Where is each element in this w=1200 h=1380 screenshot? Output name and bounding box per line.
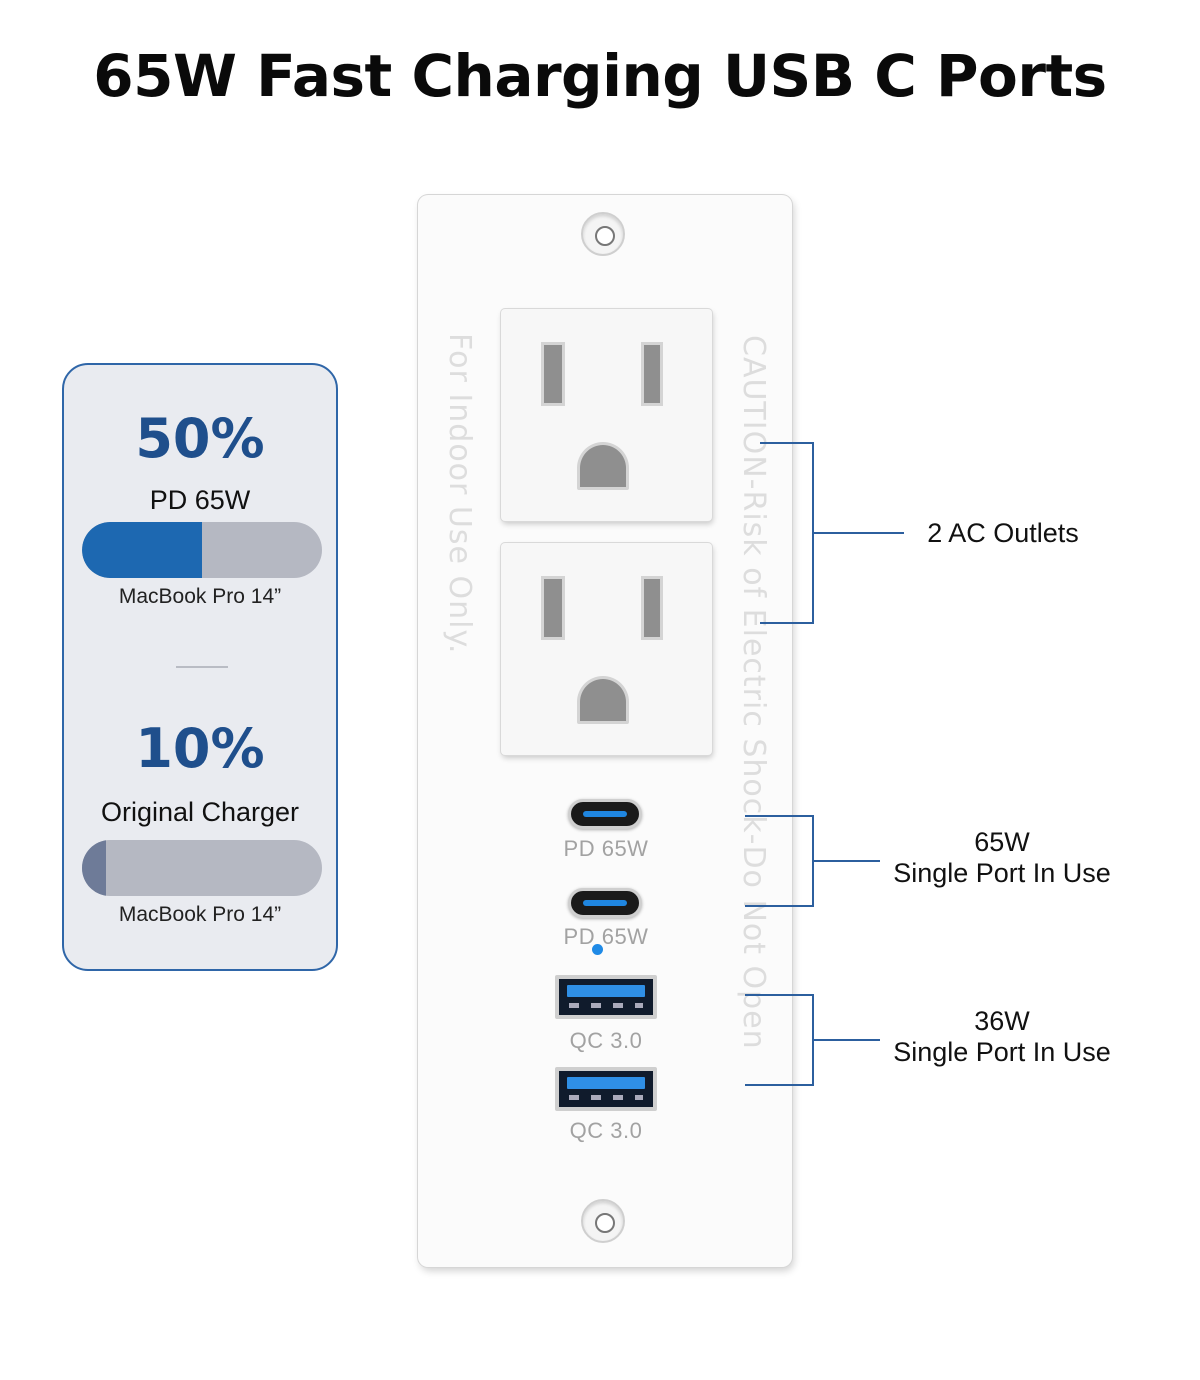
usb-c-port-2[interactable] [568, 888, 642, 918]
ac-outlets-callout: 2 AC Outlets [927, 518, 1079, 548]
ac-outlet-bottom[interactable] [501, 543, 712, 755]
usba-bracket-bottom [745, 1084, 814, 1086]
plate-right-text: CAUTION-Risk of Electric Shock-Do Not Op… [736, 335, 771, 1050]
usb-c-port-1[interactable] [568, 799, 642, 829]
usbc-callout-power: 65W [974, 827, 1030, 857]
usb-a-port-2-label: QC 3.0 [569, 1118, 643, 1143]
wall-plate: For Indoor Use Only. CAUTION-Risk of Ele… [418, 195, 792, 1267]
usb-c-port-2-label: PD 65W [563, 924, 649, 949]
outlet-slot-icon [641, 576, 663, 640]
pd-progress-bar [82, 522, 322, 578]
usbc-pointer [812, 860, 880, 862]
usbc-bracket-top [745, 815, 814, 817]
pd-device-label: MacBook Pro 14” [118, 585, 282, 608]
ac-outlet-top[interactable] [501, 309, 712, 521]
original-percent: 10% [135, 717, 265, 780]
outlet-slot-icon [541, 342, 565, 406]
outlet-ground-icon [577, 676, 629, 724]
divider [176, 666, 228, 668]
pd-percent: 50% [135, 407, 265, 470]
original-label: Original Charger [100, 797, 300, 827]
usb-c-port-1-label: PD 65W [563, 836, 649, 861]
screw-icon [581, 1199, 625, 1243]
usba-callout-power: 36W [974, 1006, 1030, 1036]
usb-a-port-2[interactable] [555, 1067, 657, 1111]
ac-bracket-top [760, 442, 814, 444]
original-progress-fill [82, 840, 106, 896]
pd-progress-fill [82, 522, 202, 578]
usbc-bracket-bottom [745, 905, 814, 907]
screw-icon [581, 212, 625, 256]
outlet-ground-icon [577, 442, 629, 490]
pd-label: PD 65W [149, 485, 251, 515]
usba-callout-desc: Single Port In Use [893, 1037, 1111, 1067]
usb-a-port-1-label: QC 3.0 [569, 1028, 643, 1053]
ac-bracket-bottom [760, 622, 814, 624]
page-title: 65W Fast Charging USB C Ports [93, 42, 1107, 110]
outlet-slot-icon [641, 342, 663, 406]
original-progress-bar [82, 840, 322, 896]
original-device-label: MacBook Pro 14” [118, 903, 282, 926]
usba-pointer [812, 1039, 880, 1041]
plate-left-text: For Indoor Use Only. [442, 333, 477, 655]
usb-a-port-1[interactable] [555, 975, 657, 1019]
usba-callout: 36W Single Port In Use [880, 1006, 1124, 1068]
indicator-led-icon [592, 944, 603, 955]
usba-bracket-top [745, 994, 814, 996]
usbc-callout: 65W Single Port In Use [880, 827, 1124, 889]
usbc-callout-desc: Single Port In Use [893, 858, 1111, 888]
outlet-slot-icon [541, 576, 565, 640]
charging-comparison-card: 50% PD 65W MacBook Pro 14” 10% Original … [62, 363, 338, 971]
ac-pointer [812, 532, 904, 534]
